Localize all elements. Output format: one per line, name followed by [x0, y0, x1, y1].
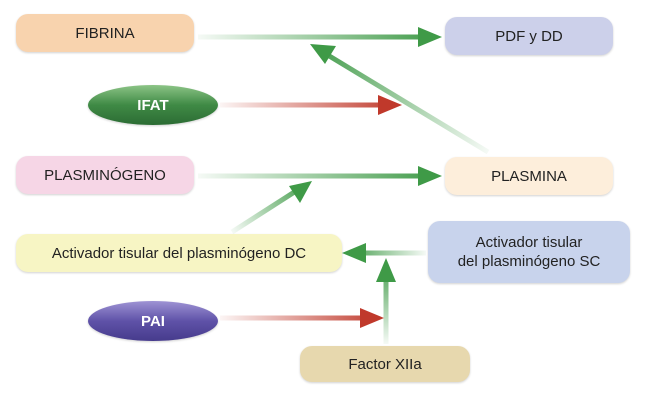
arrow-pai	[220, 308, 384, 328]
ifat-pill: IFAT	[88, 85, 218, 125]
arrow-activador-sc-to-dc	[342, 243, 426, 263]
factor-xiia-label: Factor XIIa	[348, 355, 422, 373]
arrow-fibrina-to-pdf	[198, 27, 442, 47]
ifat-label: IFAT	[137, 96, 169, 114]
arrow-activador-dc-to-conversion	[230, 181, 312, 235]
pdf-dd-box: PDF y DD	[445, 17, 613, 55]
pai-pill: PAI	[88, 301, 218, 341]
arrow-plasmina-to-fibrina-conversion	[310, 44, 490, 155]
factor-xiia-box: Factor XIIa	[300, 346, 470, 382]
plasminogeno-label: PLASMINÓGENO	[44, 166, 166, 184]
arrow-plasminogeno-to-plasmina	[198, 166, 442, 186]
activador-sc-line-2: del plasminógeno SC	[457, 253, 601, 270]
arrow-ifat	[220, 95, 402, 115]
activador-dc-label: Activador tisular del plasminógeno DC	[51, 244, 307, 262]
fibrina-box: FIBRINA	[16, 14, 194, 52]
pai-label: PAI	[141, 312, 165, 330]
activador-dc-box: Activador tisular del plasminógeno DC	[16, 234, 342, 272]
activador-sc-box: Activador tisular del plasminógeno SC	[428, 221, 630, 283]
plasmina-label: PLASMINA	[491, 167, 567, 185]
activador-sc-label: Activador tisular del plasminógeno SC	[458, 233, 601, 271]
pdf-dd-label: PDF y DD	[495, 27, 563, 45]
arrow-factor-xiia-up	[376, 258, 396, 344]
plasminogeno-box: PLASMINÓGENO	[16, 156, 194, 194]
fibrina-label: FIBRINA	[75, 24, 135, 42]
plasmina-box: PLASMINA	[445, 157, 613, 195]
activador-sc-line-1: Activador tisular	[475, 234, 583, 251]
